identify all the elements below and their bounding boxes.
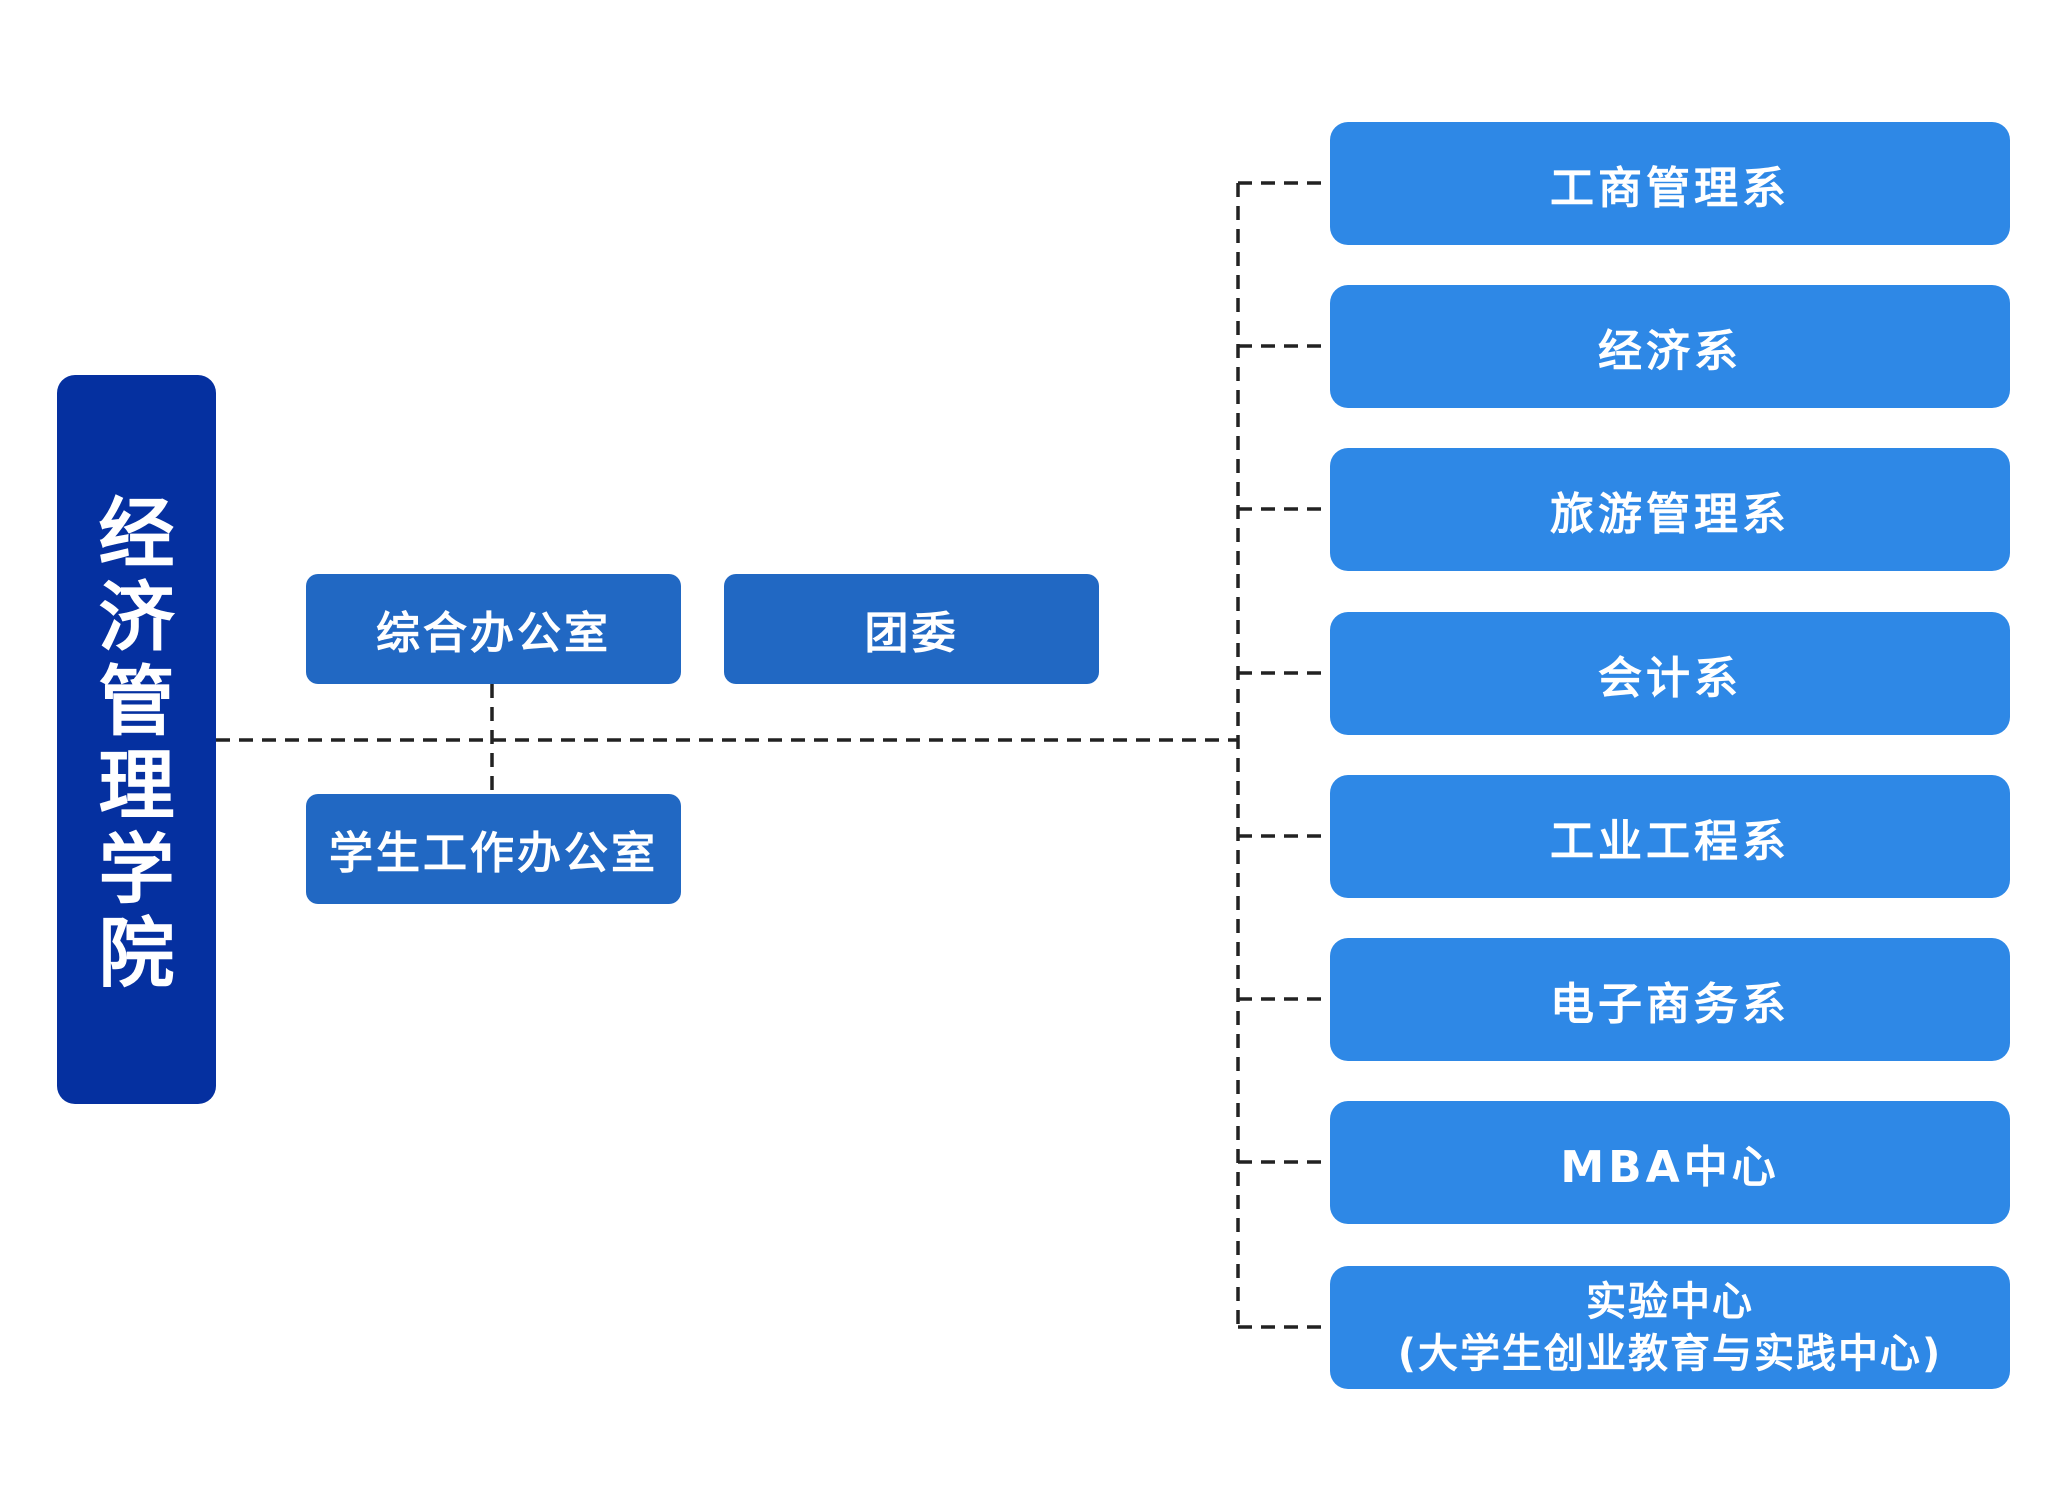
office-node-youth-league: 团委	[724, 574, 1099, 684]
office-label: 学生工作办公室	[329, 828, 658, 879]
dept-node-accounting: 会计系	[1330, 612, 2010, 735]
dept-label: 工商管理系	[1550, 162, 1790, 214]
root-label-char: 经	[98, 488, 175, 578]
root-label-char: 学	[98, 824, 175, 914]
office-node-student-affairs: 学生工作办公室	[306, 794, 681, 904]
dept-label: MBA中心	[1560, 1141, 1780, 1193]
dept-label: 电子商务系	[1550, 978, 1790, 1030]
dept-label: 工业工程系	[1550, 815, 1790, 867]
dept-node-business-administration: 工商管理系	[1330, 122, 2010, 245]
office-label: 综合办公室	[376, 608, 611, 659]
root-label-char: 管	[98, 656, 175, 746]
dept-node-industrial-engineering: 工业工程系	[1330, 775, 2010, 898]
dept-label: 会计系	[1598, 652, 1742, 704]
dept-node-mba-center: MBA中心	[1330, 1101, 2010, 1224]
root-node-economics-management-school: 经 济 管 理 学 院	[57, 375, 216, 1104]
office-label: 团委	[864, 608, 959, 659]
root-label-char: 理	[98, 740, 175, 830]
root-label-char: 院	[98, 908, 175, 998]
dept-label: 旅游管理系	[1550, 488, 1790, 540]
dept-node-e-commerce: 电子商务系	[1330, 938, 2010, 1061]
root-label-char: 济	[98, 572, 175, 662]
dept-node-experiment-center: 实验中心 (大学生创业教育与实践中心)	[1330, 1266, 2010, 1389]
dept-label-line1: 实验中心	[1586, 1278, 1754, 1325]
dept-label-line2: (大学生创业教育与实践中心)	[1397, 1330, 1943, 1377]
dept-node-tourism-management: 旅游管理系	[1330, 448, 2010, 571]
dept-node-economics: 经济系	[1330, 285, 2010, 408]
office-node-general-office: 综合办公室	[306, 574, 681, 684]
dept-label: 经济系	[1598, 325, 1742, 377]
